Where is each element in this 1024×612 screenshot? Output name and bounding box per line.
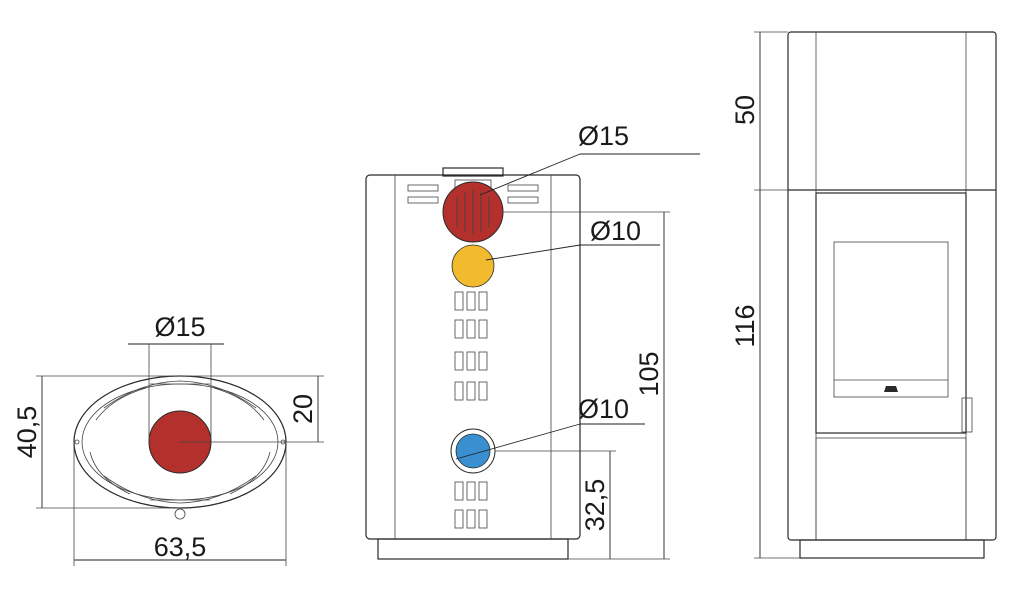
side-view-upper-height-label: 50 xyxy=(730,95,760,125)
top-view-depth-label: 40,5 xyxy=(12,406,42,459)
front-view-outlet-diameter-label: Ø15 xyxy=(578,121,629,151)
front-view-lower-inlet-height-label: 32,5 xyxy=(580,479,610,532)
front-view-outlet-height-label: 105 xyxy=(634,351,664,396)
side-view-logo xyxy=(884,386,898,392)
top-view-width-label: 63,5 xyxy=(154,532,207,562)
front-view-upper-air-inlet xyxy=(451,244,495,288)
side-view-ash-drawer xyxy=(815,437,967,541)
top-view-offset-label: 20 xyxy=(288,394,318,424)
side-view: 50 116 xyxy=(730,31,997,559)
side-view-glass xyxy=(833,241,949,398)
front-view-lower-inlet-diameter-label: Ø10 xyxy=(578,394,629,424)
top-view: Ø15 63,5 40,5 20 xyxy=(12,312,324,566)
top-view-outlet-diameter-label: Ø15 xyxy=(154,312,205,342)
front-view-top-collar xyxy=(442,167,504,177)
side-view-door-handle xyxy=(961,397,973,433)
front-view: Ø15 Ø10 Ø10 105 32,5 xyxy=(365,121,700,560)
side-view-lower-height-label: 116 xyxy=(730,304,760,347)
front-view-base xyxy=(377,538,569,560)
side-view-door xyxy=(815,192,967,434)
side-view-base xyxy=(799,539,985,559)
front-view-louvres xyxy=(454,291,488,529)
front-view-upper-inlet-diameter-label: Ø10 xyxy=(590,216,641,246)
side-view-body xyxy=(787,31,997,541)
front-view-lower-air-inlet xyxy=(455,433,491,469)
